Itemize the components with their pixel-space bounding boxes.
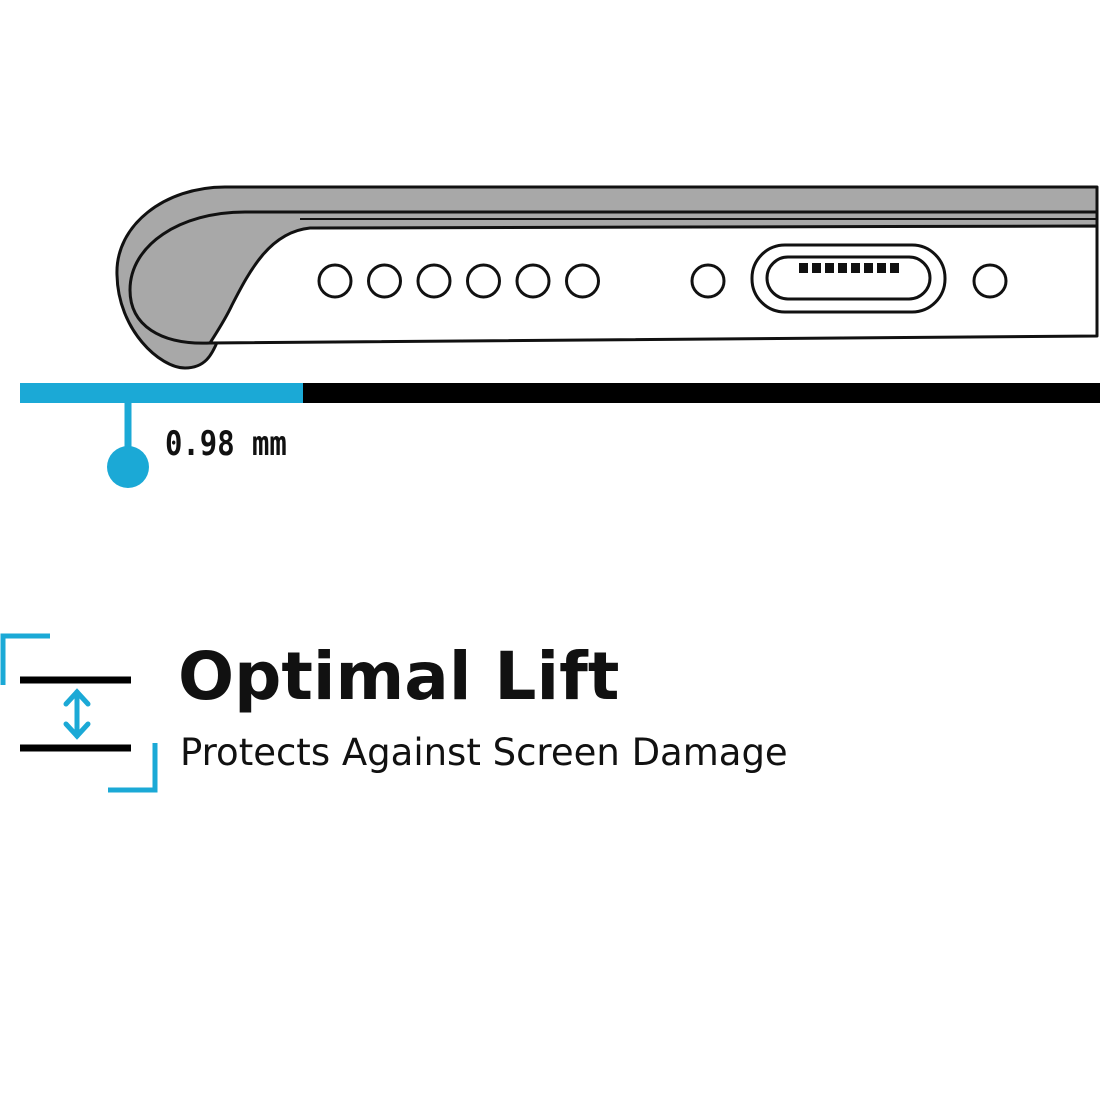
- measure-dot: [107, 446, 149, 488]
- port-pin: [825, 263, 834, 273]
- port-pins: [799, 263, 899, 273]
- phone-bottom-edge: [115, 185, 1099, 370]
- port-pin: [877, 263, 886, 273]
- port-pin: [851, 263, 860, 273]
- feature-subtitle: Protects Against Screen Damage: [180, 731, 788, 774]
- protector-edge-bar: [20, 383, 303, 403]
- port-pin: [864, 263, 873, 273]
- screw-hole: [690, 263, 726, 299]
- feature-title: Optimal Lift: [178, 638, 620, 715]
- double-arrow-icon: [63, 688, 91, 740]
- port-pin: [812, 263, 821, 273]
- charging-port-inner: [765, 255, 932, 301]
- frame-inner-line: [128, 210, 1097, 345]
- screw-hole: [972, 263, 1008, 299]
- speaker-hole: [317, 263, 353, 299]
- screen-bar: [303, 383, 1100, 403]
- speaker-hole: [565, 263, 600, 299]
- speaker-holes: [317, 263, 1008, 299]
- speaker-hole: [416, 263, 452, 299]
- lift-icon: [0, 633, 158, 793]
- speaker-hole: [515, 263, 551, 299]
- port-pin: [799, 263, 808, 273]
- port-pin: [890, 263, 899, 273]
- speaker-hole: [367, 263, 402, 299]
- speaker-hole: [466, 263, 501, 299]
- port-pin: [838, 263, 847, 273]
- measurement-label: 0.98 mm: [165, 424, 287, 464]
